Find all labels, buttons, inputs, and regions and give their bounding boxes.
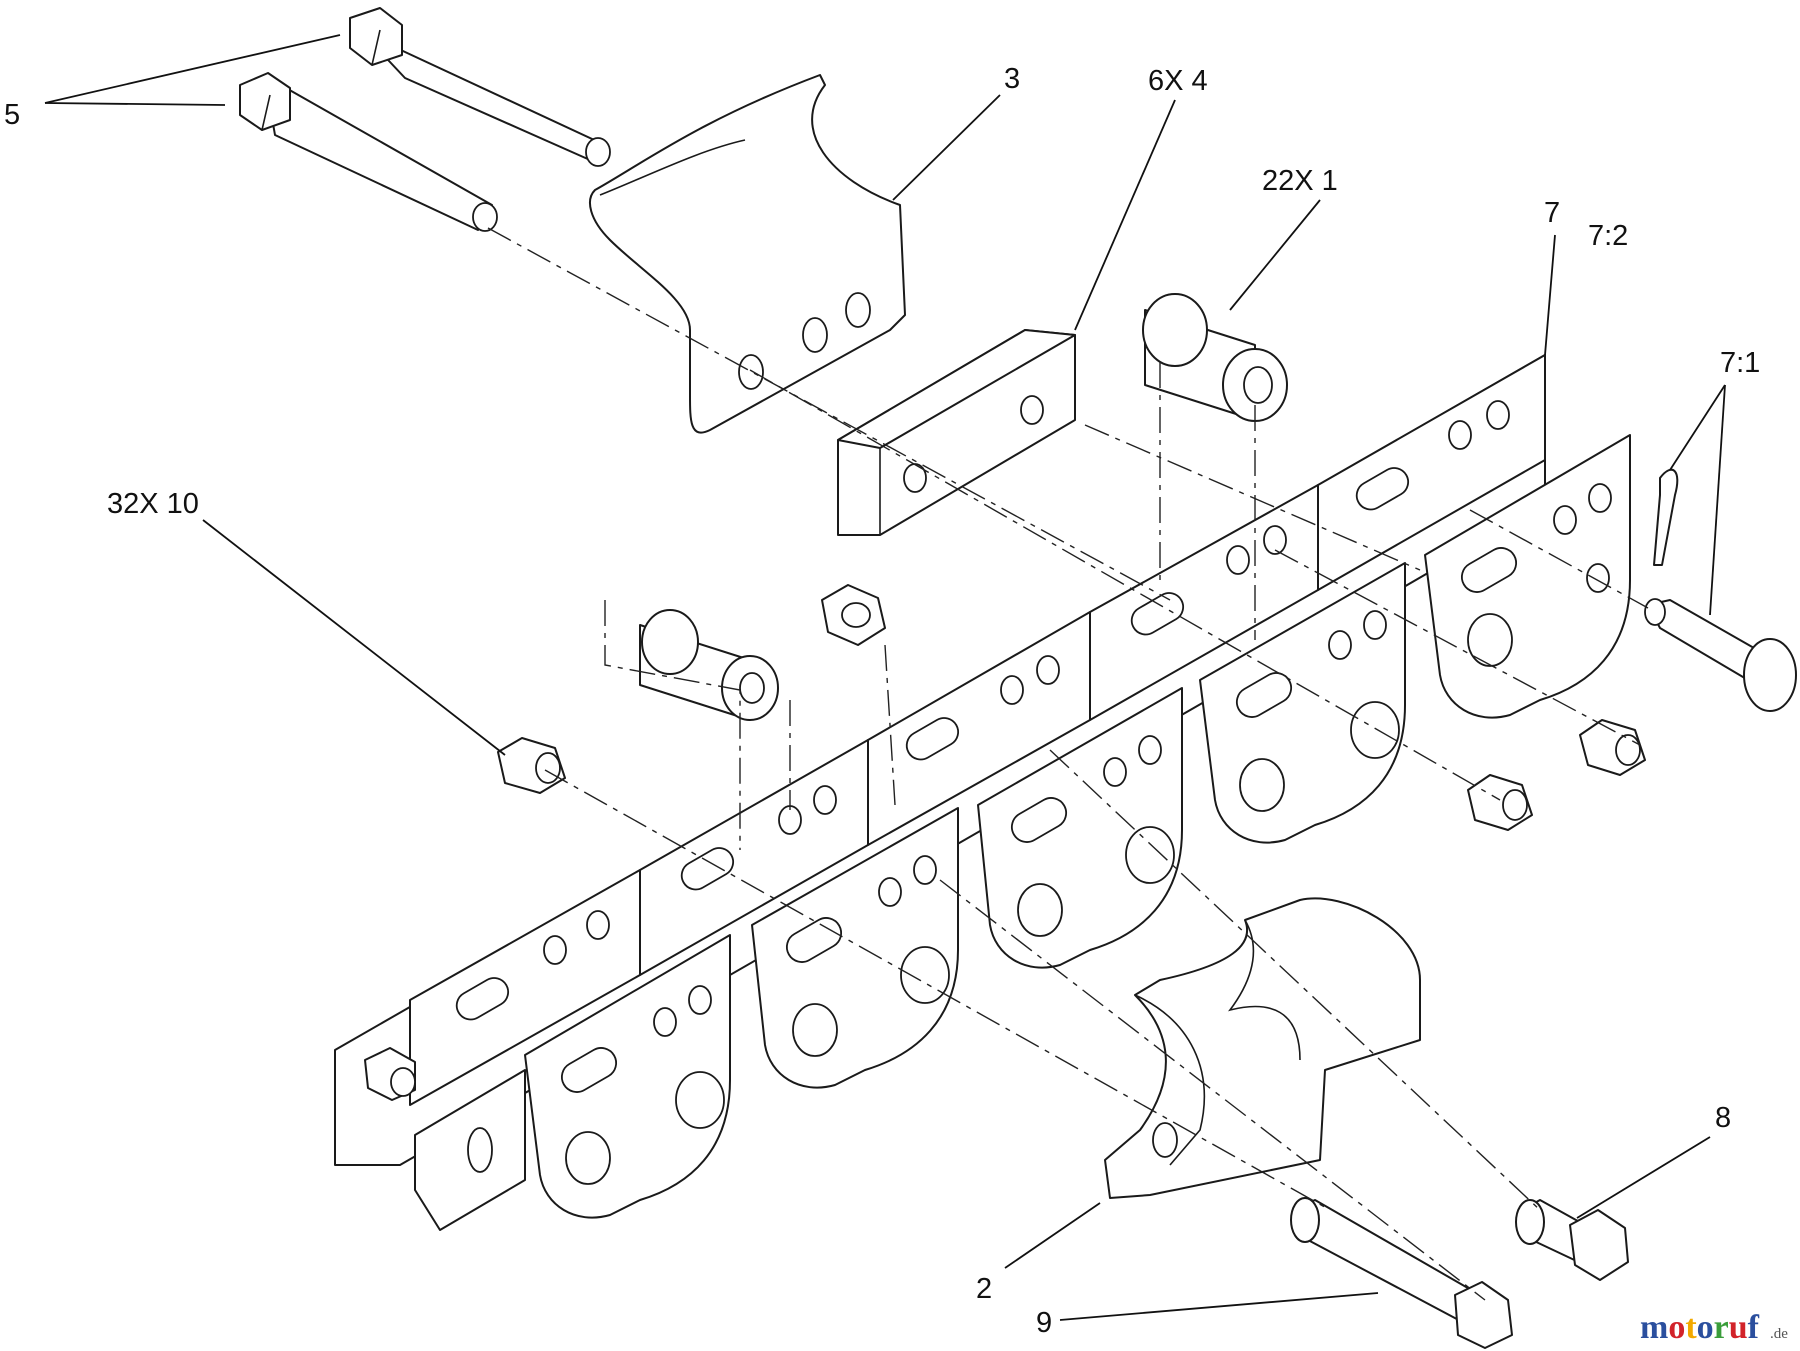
callout-2: 2 <box>976 1273 992 1305</box>
back-plate <box>1089 484 1319 721</box>
nut-right-2 <box>1579 719 1646 776</box>
callout-22x1: 22X 1 <box>1262 165 1338 197</box>
leader-lines <box>44 34 1726 1321</box>
assembly-lines <box>487 227 1649 1301</box>
callout-7-1: 7:1 <box>1720 347 1760 379</box>
watermark-letter: t <box>1685 1309 1697 1346</box>
roller-middle <box>639 609 779 721</box>
callout-6x4: 6X 4 <box>1148 65 1208 97</box>
bracket-lower <box>1104 897 1421 1199</box>
roller-upper <box>1142 293 1288 422</box>
nut-right-1 <box>1467 774 1533 831</box>
nut-top <box>821 584 886 646</box>
svg-text:motoruf: motoruf <box>1640 1309 1760 1346</box>
callout-7: 7 <box>1544 197 1560 229</box>
front-link <box>977 687 1183 969</box>
callout-32x10: 32X 10 <box>107 488 199 520</box>
callout-8: 8 <box>1715 1102 1731 1134</box>
motoruf-watermark: motoruf .de <box>1640 1309 1788 1346</box>
watermark-letter: o <box>1668 1309 1685 1346</box>
clevis-pin <box>1644 598 1797 712</box>
bolt-upper <box>349 7 611 167</box>
front-link <box>1199 562 1406 844</box>
watermark-suffix: .de <box>1770 1326 1788 1342</box>
callout-3: 3 <box>1004 63 1020 95</box>
callout-9: 9 <box>1036 1307 1052 1339</box>
front-link <box>1424 434 1631 719</box>
nut-left <box>497 737 566 794</box>
callout-7-2: 7:2 <box>1588 220 1628 252</box>
watermark-letter: r <box>1714 1309 1729 1346</box>
watermark-letter: m <box>1640 1309 1668 1346</box>
spacer-bar <box>837 329 1076 536</box>
end-link <box>364 1047 526 1231</box>
bracket-upper <box>589 74 906 434</box>
chain-front-row <box>364 434 1631 1231</box>
bolt-8 <box>1515 1199 1629 1281</box>
callout-5: 5 <box>4 99 20 131</box>
bolt-9 <box>1290 1197 1513 1349</box>
watermark-letter: u <box>1729 1309 1748 1346</box>
watermark-letter: f <box>1748 1309 1760 1346</box>
watermark-letter: o <box>1697 1309 1714 1346</box>
back-plate <box>639 739 869 976</box>
back-plate <box>1317 354 1546 591</box>
front-link <box>751 807 959 1089</box>
front-link <box>524 934 731 1219</box>
cotter-pin <box>1653 468 1679 566</box>
chain-back-row <box>334 354 1546 1166</box>
bolt-lower <box>239 72 498 232</box>
